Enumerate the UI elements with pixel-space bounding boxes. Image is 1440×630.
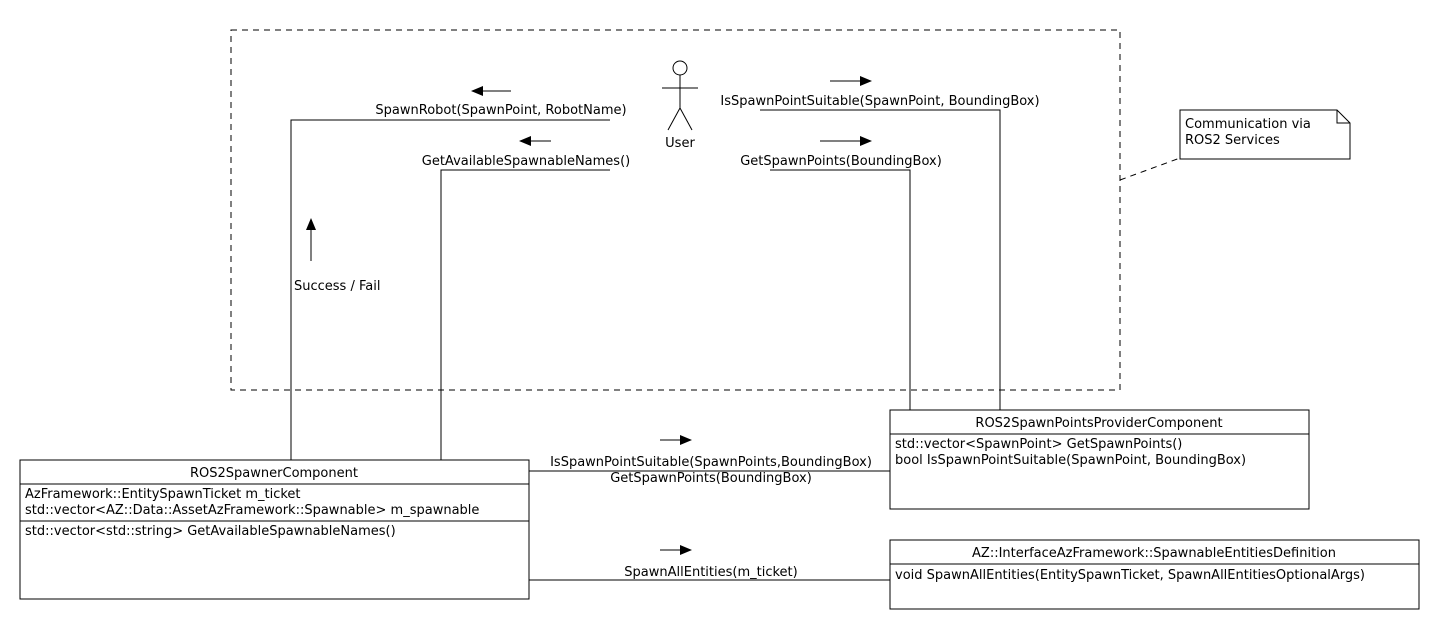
- interface-method: void SpawnAllEntities(EntitySpawnTicket,…: [895, 568, 1365, 583]
- get-available-line: [440, 169, 610, 460]
- msg-success-fail: Success / Fail: [294, 279, 380, 294]
- get-spawn-points-top-line: [770, 169, 911, 410]
- msg-is-suitable-mid: IsSpawnPointSuitable(SpawnPoints,Boundin…: [550, 455, 872, 470]
- note-connector: [1119, 157, 1181, 181]
- class-spawner: ROS2SpawnerComponent AzFramework::Entity…: [19, 459, 530, 600]
- spawner-attribute: AzFramework::EntitySpawnTicket m_ticket: [25, 487, 301, 502]
- class-provider: ROS2SpawnPointsProviderComponent std::ve…: [889, 409, 1310, 510]
- actor-head: [672, 60, 688, 76]
- note: Communication via ROS2 Services: [1179, 109, 1351, 160]
- services-boundary: [230, 29, 1121, 391]
- class-interface: AZ::InterfaceAzFramework::SpawnableEntit…: [889, 539, 1420, 610]
- msg-get-available: GetAvailableSpawnableNames(): [422, 154, 630, 169]
- interface-class-name: AZ::InterfaceAzFramework::SpawnableEntit…: [972, 546, 1336, 561]
- msg-spawn-all: SpawnAllEntities(m_ticket): [624, 565, 797, 580]
- msg-get-spawn-points-top: GetSpawnPoints(BoundingBox): [740, 154, 942, 169]
- spawner-attribute: std::vector<AZ::Data::AssetAzFramework::…: [25, 503, 479, 518]
- provider-method: std::vector<SpawnPoint> GetSpawnPoints(): [895, 437, 1182, 452]
- note-line-2: ROS2 Services: [1185, 133, 1280, 148]
- is-suitable-top-line: [760, 109, 1001, 410]
- msg-spawn-robot: SpawnRobot(SpawnPoint, RobotName): [375, 103, 626, 118]
- spawner-method: std::vector<std::string> GetAvailableSpa…: [25, 524, 396, 539]
- actor-label: User: [665, 136, 695, 151]
- note-line-1: Communication via: [1185, 117, 1311, 132]
- msg-is-suitable-top: IsSpawnPointSuitable(SpawnPoint, Boundin…: [720, 94, 1039, 109]
- spawn-robot-line: [290, 119, 610, 460]
- msg-get-spawn-points-mid: GetSpawnPoints(BoundingBox): [610, 471, 812, 486]
- provider-method: bool IsSpawnPointSuitable(SpawnPoint, Bo…: [895, 453, 1246, 468]
- provider-class-name: ROS2SpawnPointsProviderComponent: [975, 416, 1222, 431]
- spawner-class-name: ROS2SpawnerComponent: [190, 466, 358, 481]
- user-actor: User: [662, 60, 698, 151]
